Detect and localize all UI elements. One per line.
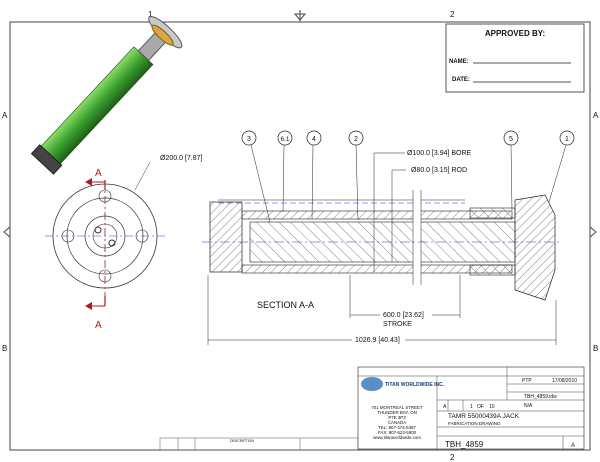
drawing-title: TAMR 55000439A JACK — [448, 413, 520, 420]
isometric-view — [30, 16, 183, 175]
address-line: FAX: 807-623-5900 — [378, 430, 417, 435]
zone-row-a: A — [2, 111, 8, 120]
bore-dimension: Ø100.0 [3.94] BORE — [407, 150, 472, 157]
svg-text:6.1: 6.1 — [280, 136, 289, 143]
zone-row-b: B — [2, 344, 7, 353]
balloon-1: 1 — [548, 130, 575, 203]
address-line: THUNDER BAY, ON — [377, 410, 417, 415]
overall-length-dimension: 1026.9 [40.43] — [355, 337, 400, 344]
section-view: 3 6.1 4 2 5 1 Ø100.0 [3.94] BORE Ø80.0 [… — [202, 130, 575, 345]
address-line: CANADA — [388, 420, 406, 425]
svg-text:4: 4 — [312, 136, 316, 143]
revision: A — [571, 443, 575, 449]
svg-text:3: 3 — [247, 136, 251, 143]
stroke-dimension: 600.0 [23.62] — [383, 312, 424, 319]
section-title: SECTION A-A — [257, 300, 314, 310]
drawing-subtitle: FABRICATION DRAWING — [448, 421, 501, 426]
zone-col-2: 2 — [450, 10, 455, 19]
sheet-of: OF — [477, 404, 484, 410]
address-line: TEL: 807-474-5387 — [378, 425, 416, 430]
company-logo-icon — [361, 377, 383, 391]
approval-box: APPROVED BY: NAME: DATE: — [445, 23, 585, 93]
flange-diameter-dim: Ø200.0 [7.87] — [160, 155, 202, 162]
balloon-2: 2 — [348, 130, 364, 221]
rod-dimension: Ø80.0 [3.15] ROD — [411, 167, 467, 174]
zone-col-1: 1 — [148, 10, 153, 19]
section-mark-bottom: A — [95, 320, 102, 331]
zone-row-a-right: A — [593, 111, 599, 120]
title-block: TITAN WORLDWIDE INC. 701 MONTREAL STREET… — [357, 366, 585, 450]
address-line: 701 MONTREAL STREET — [371, 405, 423, 410]
svg-text:5: 5 — [509, 136, 513, 143]
stroke-label: STROKE — [383, 321, 412, 328]
approval-name-label: NAME: — [449, 59, 469, 65]
address-line: www.titanworldwide.com — [373, 435, 421, 440]
front-view: Ø200.0 [7.87] A A — [45, 155, 202, 331]
sheet-size: A — [443, 404, 447, 410]
svg-text:1: 1 — [565, 136, 569, 143]
balloon-4: 4 — [306, 130, 322, 220]
section-mark-top: A — [95, 168, 102, 179]
company-name: TITAN WORLDWIDE INC. — [385, 382, 445, 388]
file-name: TBH_4859.idw — [524, 394, 557, 400]
sheet-number: 1 — [470, 404, 473, 410]
drawing-number: TBH_4859 — [445, 440, 484, 449]
balloon-3: 3 — [241, 130, 271, 223]
balloon-6-1: 6.1 — [277, 130, 293, 213]
drawing-date: 17/08/2010 — [552, 378, 577, 384]
sheet-total: 10 — [489, 404, 495, 410]
approval-title: APPROVED BY: — [485, 29, 545, 38]
drawn-by: PTP — [522, 378, 532, 384]
zone-col-2-bottom: 2 — [450, 453, 455, 462]
svg-text:2: 2 — [354, 136, 358, 143]
approval-date-label: DATE: — [452, 77, 470, 83]
revision-table: DESCRIPTION — [159, 437, 359, 451]
weight: N/A — [524, 403, 533, 409]
address-line: P7E 3P3 — [388, 415, 406, 420]
rev-table-description-header: DESCRIPTION — [230, 439, 254, 443]
zone-row-b-right: B — [593, 344, 598, 353]
balloon-5: 5 — [503, 130, 519, 211]
